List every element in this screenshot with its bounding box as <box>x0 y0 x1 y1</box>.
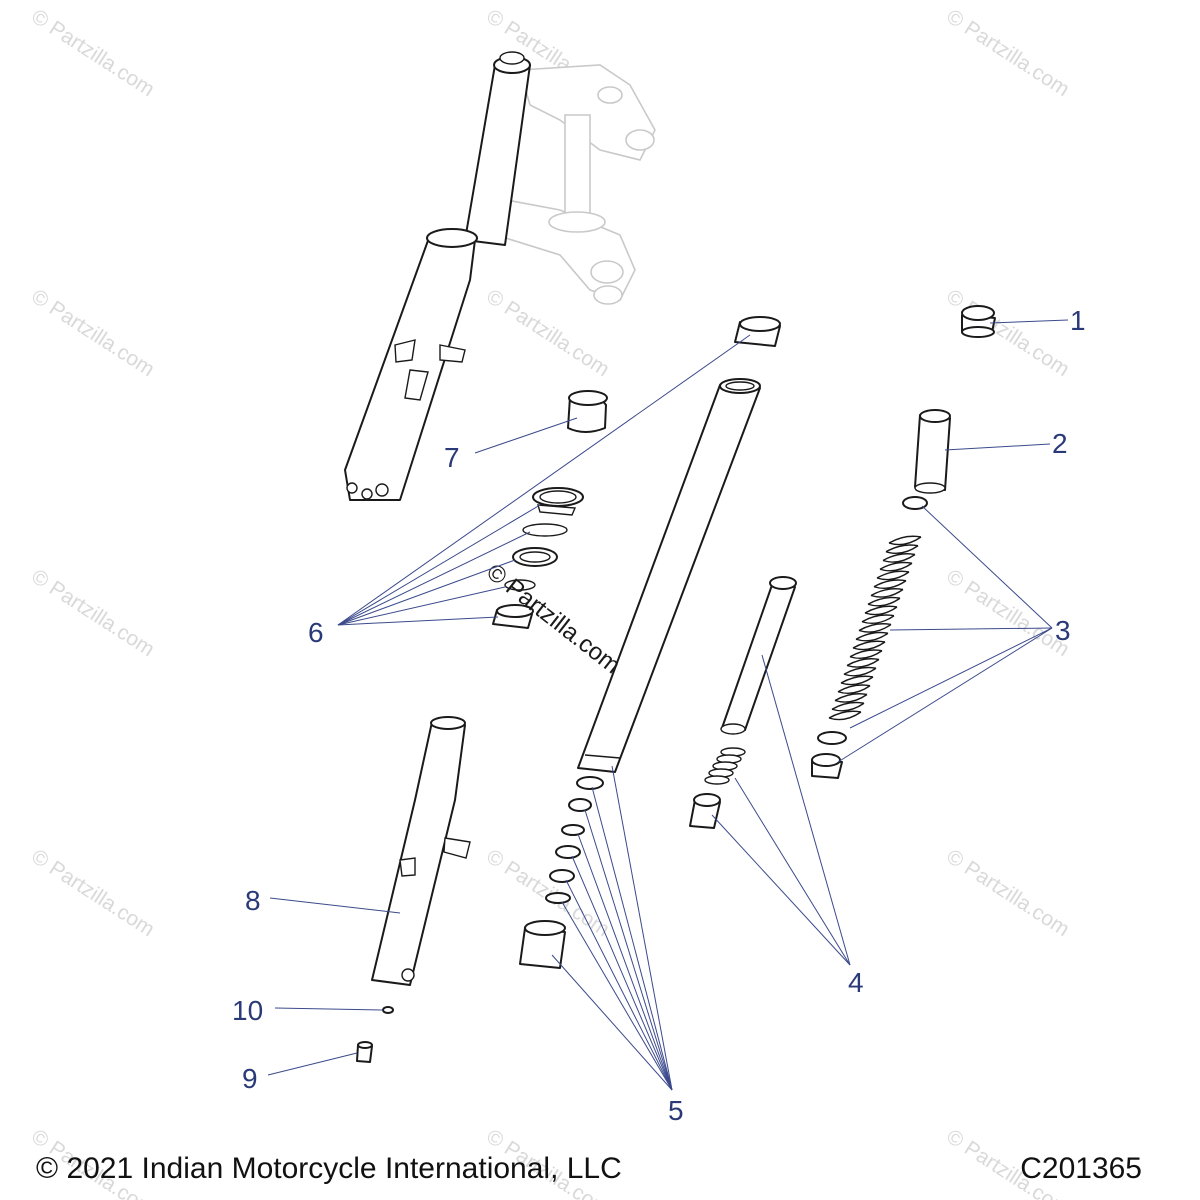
watermark: © Partzilla.com <box>27 565 158 661</box>
part-9-bolt <box>356 1041 373 1063</box>
rebound-spring <box>704 747 746 785</box>
watermark: © Partzilla.com <box>27 5 158 101</box>
callout-10: 10 <box>232 995 263 1026</box>
watermark: © Partzilla.com <box>942 845 1073 941</box>
part-7-dust-cover <box>567 390 608 433</box>
callout-7: 7 <box>444 442 460 473</box>
watermark: © Partzilla.com <box>27 285 158 381</box>
copyright-notice: © 2021 Indian Motorcycle International, … <box>36 1152 622 1185</box>
callout-8: 8 <box>245 885 261 916</box>
watermark: © Partzilla.com <box>942 5 1073 101</box>
part-3-spring-assembly <box>811 496 928 779</box>
part-10-o-ring <box>382 1006 394 1014</box>
drawing-number: C201365 <box>1020 1152 1142 1185</box>
watermark: © Partzilla.com <box>482 285 613 381</box>
part-2-spacer <box>914 409 951 494</box>
callout-9: 9 <box>242 1063 258 1094</box>
callout-1: 1 <box>1070 305 1086 336</box>
triple-clamp-context <box>479 64 656 305</box>
watermark: © Partzilla.com <box>942 565 1073 661</box>
leader-lines <box>267 319 1069 1091</box>
part-1-top-cap <box>961 305 996 338</box>
callout-6: 6 <box>308 617 324 648</box>
callout-2: 2 <box>1052 428 1068 459</box>
part-5-fork-tube-assembly <box>519 378 761 969</box>
callout-3: 3 <box>1055 615 1071 646</box>
spring-coil <box>704 775 730 785</box>
callout-labels: 1 2 3 4 5 6 7 8 10 9 <box>232 305 1086 1126</box>
part-4-damper-rod-assembly <box>689 576 797 829</box>
assembled-fork-leg <box>344 51 531 501</box>
callout-5: 5 <box>668 1095 684 1126</box>
part-6-seal-set <box>492 316 781 629</box>
watermark: © Partzilla.com <box>27 845 158 941</box>
part-8-lower-slider <box>371 716 471 986</box>
callout-4: 4 <box>848 967 864 998</box>
